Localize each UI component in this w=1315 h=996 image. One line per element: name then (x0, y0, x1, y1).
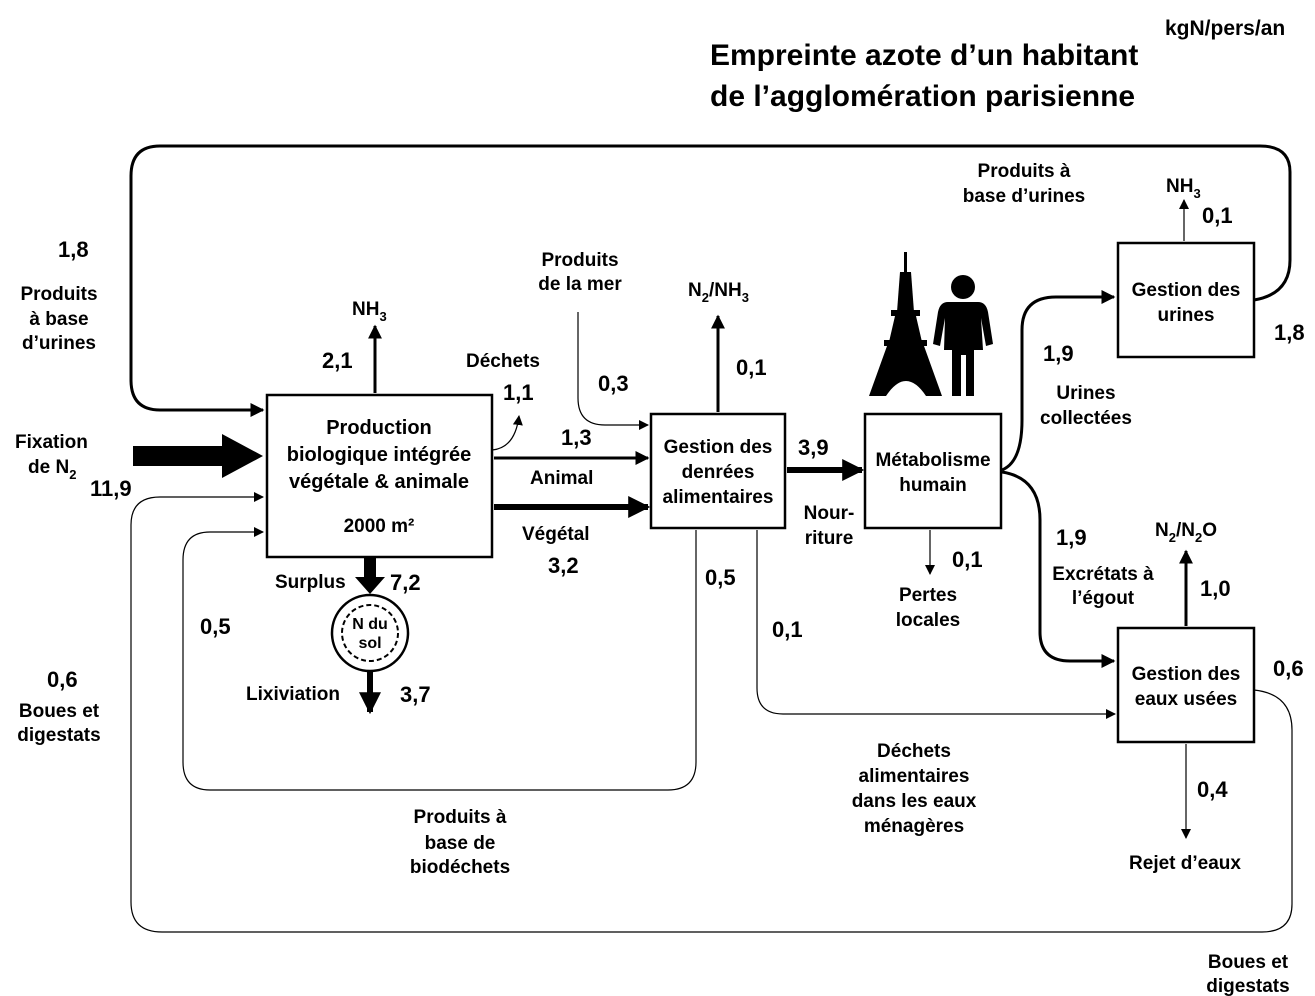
person-icon (933, 275, 993, 396)
sol-circle: N du sol (330, 593, 410, 673)
excretats-label-2: l’égout (1072, 588, 1135, 609)
biodechets-loop-arrow (182, 527, 697, 791)
production-line-3: végétale & animale (289, 471, 469, 493)
biodechets-value: 0,5 (705, 565, 736, 590)
biodechets-in-value: 0,5 (200, 614, 231, 639)
excretats-label-1: Excrétats à (1052, 564, 1154, 585)
biodechets-label-1: Produits à (414, 807, 507, 828)
production-box: Production biologique intégrée végétale … (265, 393, 494, 559)
dechets-eaux-label-2: alimentaires (859, 766, 970, 787)
urines-top-label-1: Produits à (978, 161, 1071, 182)
lixiviation-value: 3,7 (400, 682, 431, 707)
dechets-eaux-label-1: Déchets (877, 741, 951, 762)
dechets-eaux-label-3: dans les eaux (852, 791, 977, 812)
urines-collectees-label-1: Urines (1056, 383, 1115, 404)
production-area: 2000 m² (344, 516, 415, 537)
boues-out-label-2: digestats (1206, 976, 1289, 996)
dechets-label: Déchets (466, 351, 540, 372)
boues-in-label-1: Boues et (19, 701, 100, 722)
urines-out-value: 1,8 (1274, 320, 1305, 345)
gestion-urines-line-2: urines (1157, 305, 1214, 326)
gestion-denrees-line-3: alimentaires (663, 487, 774, 508)
urines-loop-value: 1,8 (58, 237, 89, 262)
urines-loop-label-3: d’urines (22, 333, 96, 354)
gestion-eaux-line-1: Gestion des (1132, 664, 1241, 685)
pertes-value: 0,1 (952, 547, 983, 572)
urines-collectees-label-2: collectées (1040, 408, 1132, 429)
animal-value: 1,3 (561, 425, 592, 450)
gestion-denrees-line-2: denrées (682, 462, 755, 483)
n2nh3-value: 0,1 (736, 355, 767, 380)
metabolisme-line-1: Métabolisme (875, 450, 990, 471)
title-line-1: Empreinte azote d’un habitant (710, 39, 1138, 72)
surplus-arrow (355, 558, 385, 594)
dechets-arrow (491, 415, 523, 451)
biodechets-label-2: base de (425, 833, 496, 854)
fixation-value: 11,9 (90, 476, 132, 501)
excretats-value: 1,9 (1056, 525, 1087, 550)
dechets-eaux-value: 0,1 (772, 617, 803, 642)
dechets-eaux-label-4: ménagères (864, 816, 964, 837)
fixation-label-1: Fixation (15, 432, 88, 453)
dechets-value: 1,1 (503, 380, 534, 405)
gestion-urines-line-1: Gestion des (1132, 280, 1241, 301)
n2nh3-label: N2/NH3 (688, 280, 749, 305)
nourriture-value: 3,9 (798, 435, 829, 460)
biodechets-label-3: biodéchets (410, 857, 510, 878)
dechets-eaux-arrow (756, 530, 1116, 719)
urines-top-label-2: base d’urines (963, 186, 1086, 207)
urines-loop-arrow (129, 144, 1292, 417)
pertes-label-1: Pertes (899, 585, 957, 606)
eiffel-tower-icon (869, 252, 942, 396)
excretats-arrow (1001, 470, 1116, 668)
metabolisme-line-2: humain (899, 475, 967, 496)
gestion-denrees-line-1: Gestion des (664, 437, 773, 458)
production-line-1: Production (326, 417, 432, 439)
animal-label: Animal (530, 468, 593, 489)
produits-mer-label-2: de la mer (538, 274, 622, 295)
nh3-production-value: 2,1 (322, 348, 353, 373)
sol-line-2: sol (358, 635, 381, 652)
boues-loop-arrow (130, 492, 1293, 933)
gestion-eaux-line-2: eaux usées (1135, 689, 1237, 710)
nh3-urines-label: NH3 (1166, 176, 1201, 201)
vegetal-label: Végétal (522, 524, 590, 545)
sol-line-1: N du (352, 616, 388, 633)
rejet-label: Rejet d’eaux (1129, 853, 1241, 874)
boues-out-label-1: Boues et (1208, 952, 1289, 973)
boues-in-label-2: digestats (17, 725, 100, 746)
produits-mer-value: 0,3 (598, 371, 629, 396)
surplus-value: 7,2 (390, 570, 421, 595)
gestion-urines-box: Gestion des urines (1116, 241, 1256, 359)
boues-in-value: 0,6 (47, 667, 78, 692)
fixation-arrow (133, 434, 263, 478)
urines-collectees-arrow (1001, 290, 1116, 472)
gestion-denrees-box: Gestion des denrées alimentaires (649, 412, 787, 530)
title-line-2: de l’agglomération parisienne (710, 80, 1135, 113)
gestion-eaux-box: Gestion des eaux usées (1116, 626, 1256, 744)
nh3-production-label: NH3 (352, 299, 387, 324)
produits-mer-arrow (577, 312, 649, 430)
unit-label: kgN/pers/an (1165, 17, 1285, 40)
metabolisme-box: Métabolisme humain (863, 412, 1003, 530)
nourriture-label-2: riture (805, 528, 854, 549)
production-line-2: biologique intégrée (287, 444, 471, 466)
pertes-label-2: locales (896, 610, 960, 631)
nourriture-label-1: Nour- (804, 503, 855, 524)
n2n2o-value: 1,0 (1200, 576, 1231, 601)
n2n2o-label: N2/N2O (1155, 520, 1217, 545)
rejet-value: 0,4 (1197, 777, 1228, 802)
produits-mer-label-1: Produits (541, 250, 618, 271)
boues-out-value: 0,6 (1273, 656, 1304, 681)
nh3-urines-value: 0,1 (1202, 203, 1233, 228)
urines-collectees-value: 1,9 (1043, 341, 1074, 366)
lixiviation-label: Lixiviation (246, 684, 340, 705)
fixation-label-2: de N2 (28, 457, 76, 482)
vegetal-value: 3,2 (548, 553, 579, 578)
surplus-label: Surplus (275, 572, 346, 593)
urines-loop-label-1: Produits (20, 284, 97, 305)
urines-loop-label-2: à base (29, 309, 88, 330)
